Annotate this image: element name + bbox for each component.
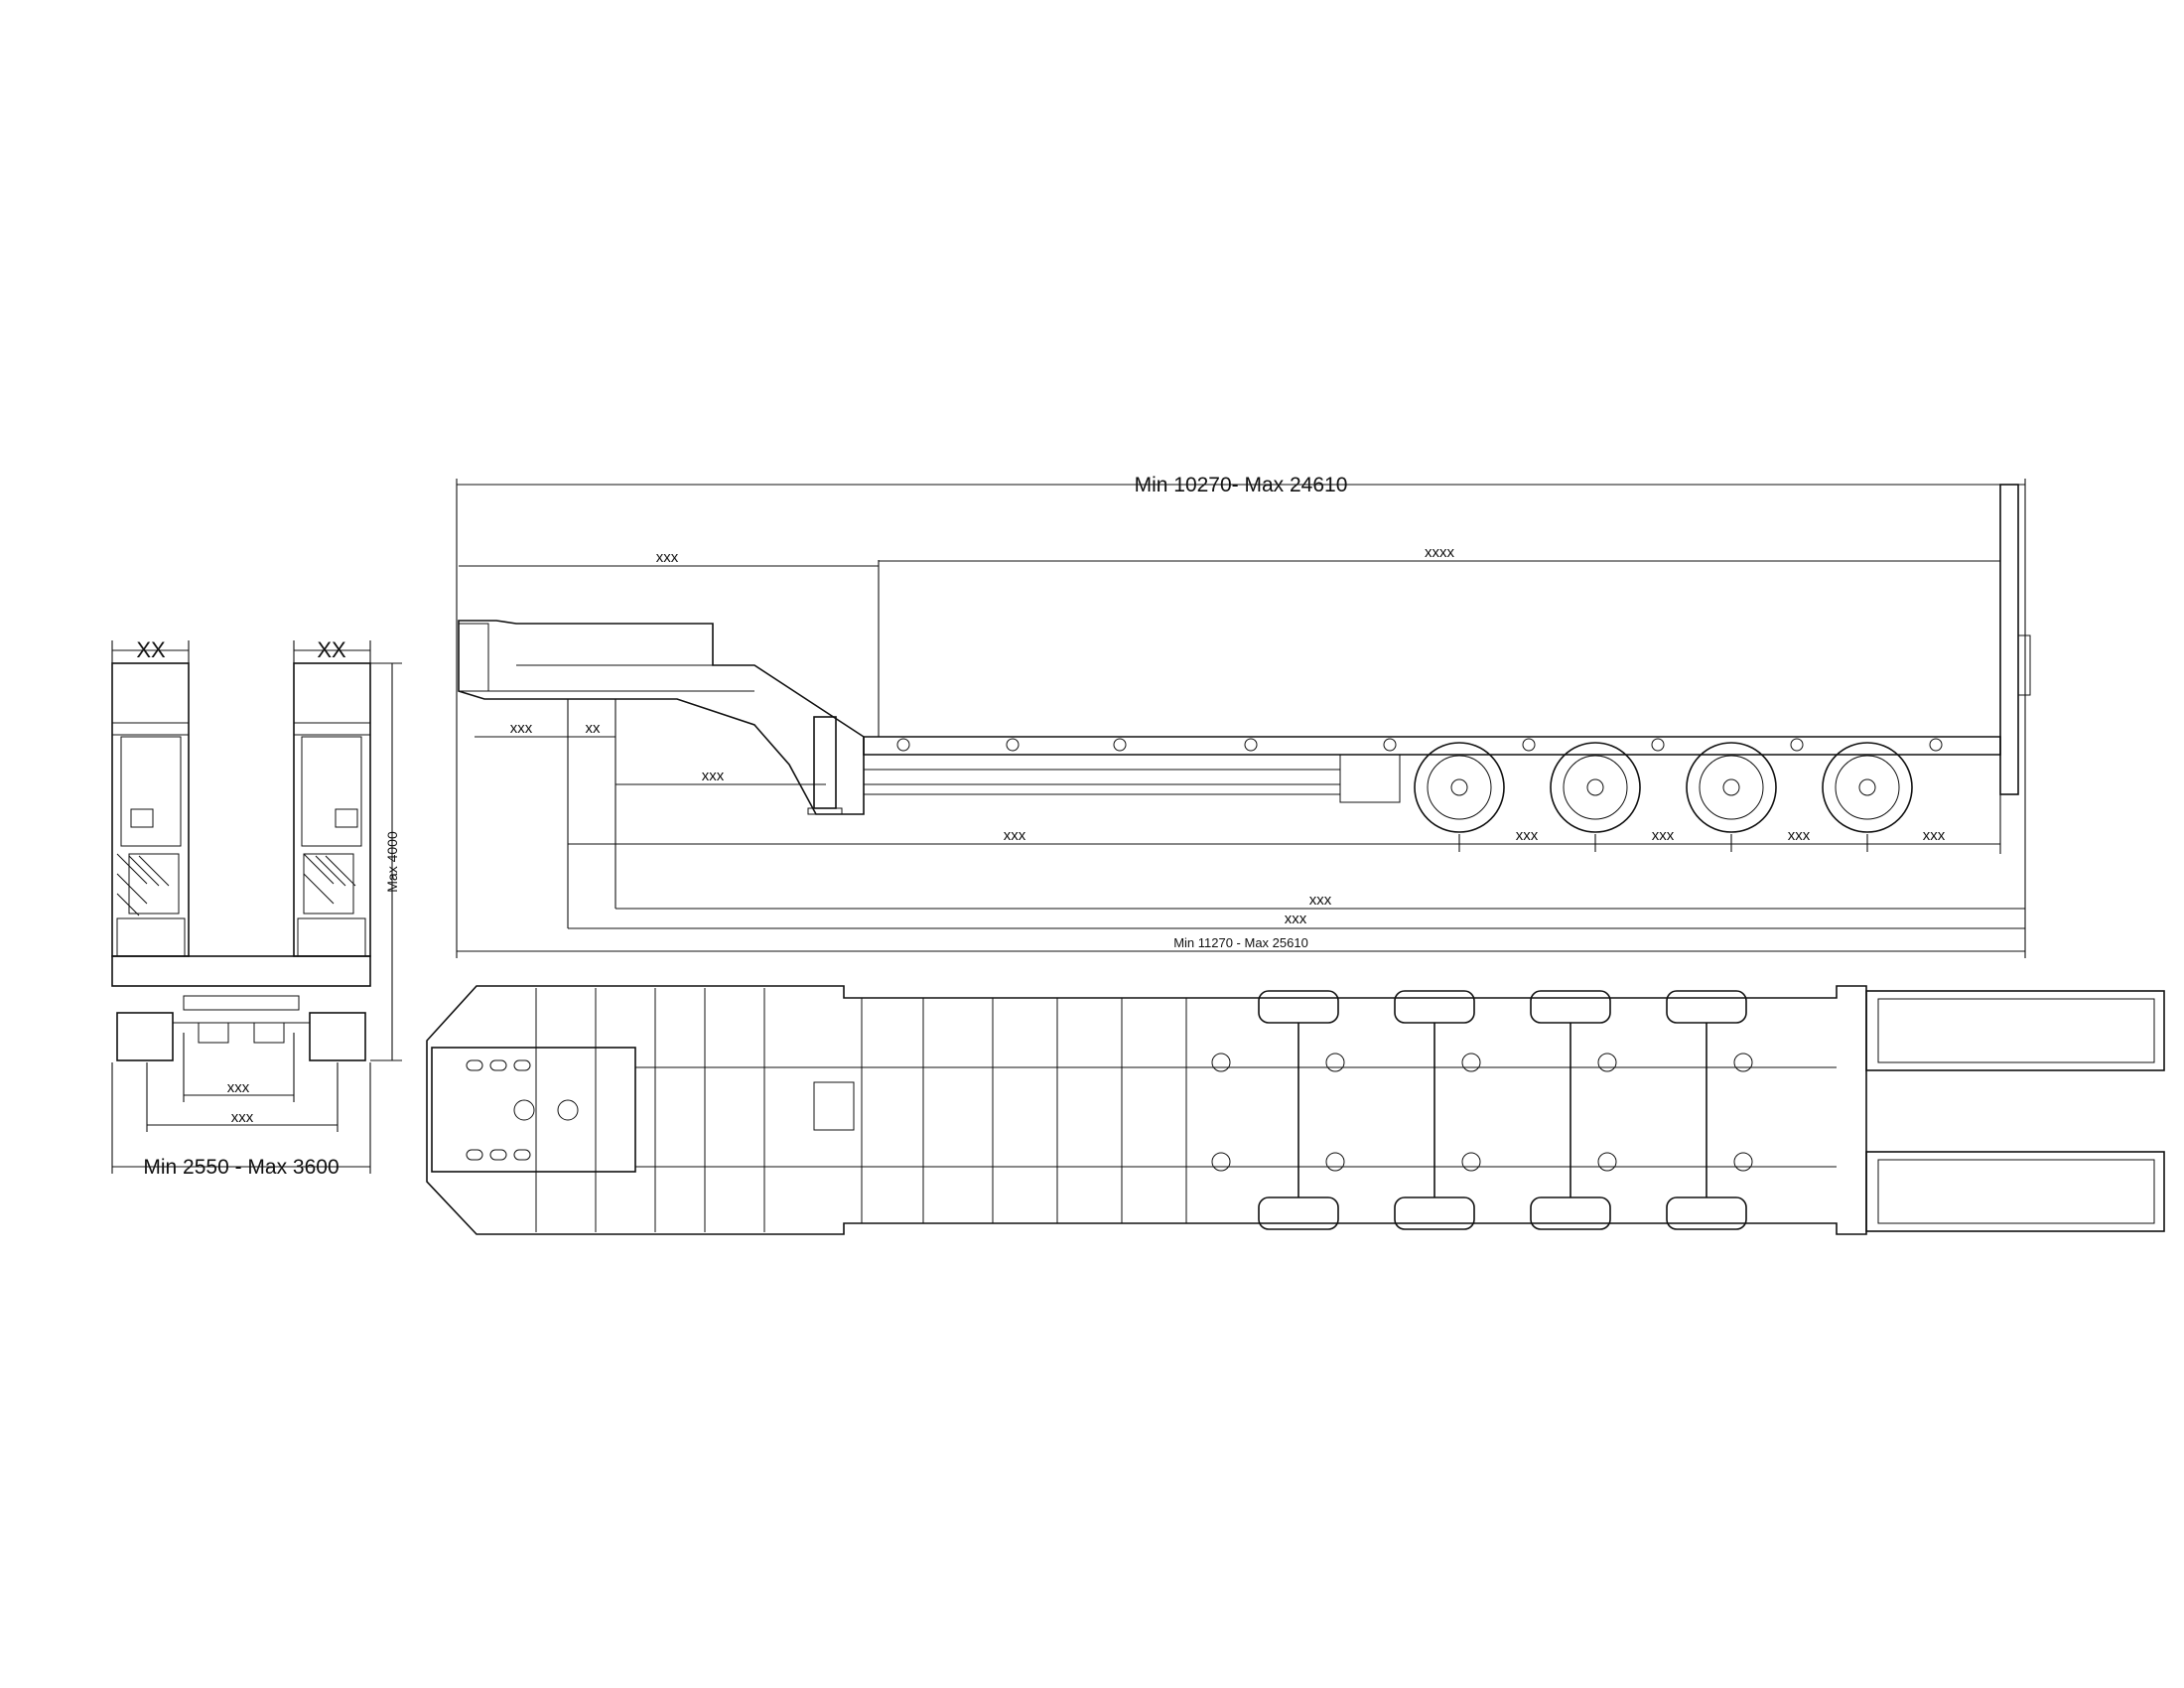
front-width-label-left: XX [136, 637, 166, 662]
front-view: XX XX Max 4000 xxx xxx Min 2550 - Max 36… [111, 637, 402, 1179]
top-outline [426, 985, 1867, 1235]
front-height-label: Max 4000 [384, 831, 400, 893]
first-axle-label: xxx [1004, 827, 1026, 844]
axle-spacing-2: xxx [1652, 827, 1675, 844]
front-chassis [111, 955, 371, 1061]
tie-down-rings [896, 738, 1943, 752]
front-inner-width-label: xxx [227, 1079, 250, 1096]
top-view [426, 985, 2165, 1235]
gooseneck-outline [458, 620, 865, 815]
kingpin-to-leg-label: xx [586, 720, 602, 737]
front-outer-width-label: xxx [231, 1109, 254, 1126]
kingpin-offset-label: xxx [510, 720, 533, 737]
overall-length-label: Min 10270- Max 24610 [1135, 474, 1348, 496]
rear-ramp-upright [1999, 484, 2019, 795]
kingpin-plate [431, 1047, 636, 1173]
length-a-label: xxx [1309, 892, 1332, 909]
length-b-label: xxx [1285, 911, 1307, 927]
side-wheels [1414, 742, 1913, 833]
front-dimensions [111, 640, 402, 1174]
axle-spacing-4: xxx [1923, 827, 1946, 844]
side-dimensions [456, 479, 2026, 958]
axle-spacing-3: xxx [1788, 827, 1811, 844]
side-view: Min 10270- Max 24610 xxx xxxx xxx xx xxx… [456, 474, 2031, 958]
leg-distance-label: xxx [702, 768, 725, 784]
cross-members [535, 988, 1187, 1232]
landing-leg [813, 716, 837, 809]
front-width-label-right: XX [317, 637, 346, 662]
deck-length-label: xxxx [1425, 544, 1455, 561]
axle-spacing-1: xxx [1516, 827, 1539, 844]
front-overall-width-label: Min 2550 - Max 3600 [143, 1156, 339, 1179]
gooseneck-length-label: xxx [656, 549, 679, 566]
plate-holes [466, 1059, 579, 1161]
rear-ramps-flat [1865, 990, 2165, 1232]
top-axles [1211, 990, 1753, 1230]
front-left-ramp [111, 662, 190, 957]
front-right-ramp [293, 662, 371, 957]
overall-length-lower-label: Min 11270 - Max 25610 [1173, 935, 1308, 950]
